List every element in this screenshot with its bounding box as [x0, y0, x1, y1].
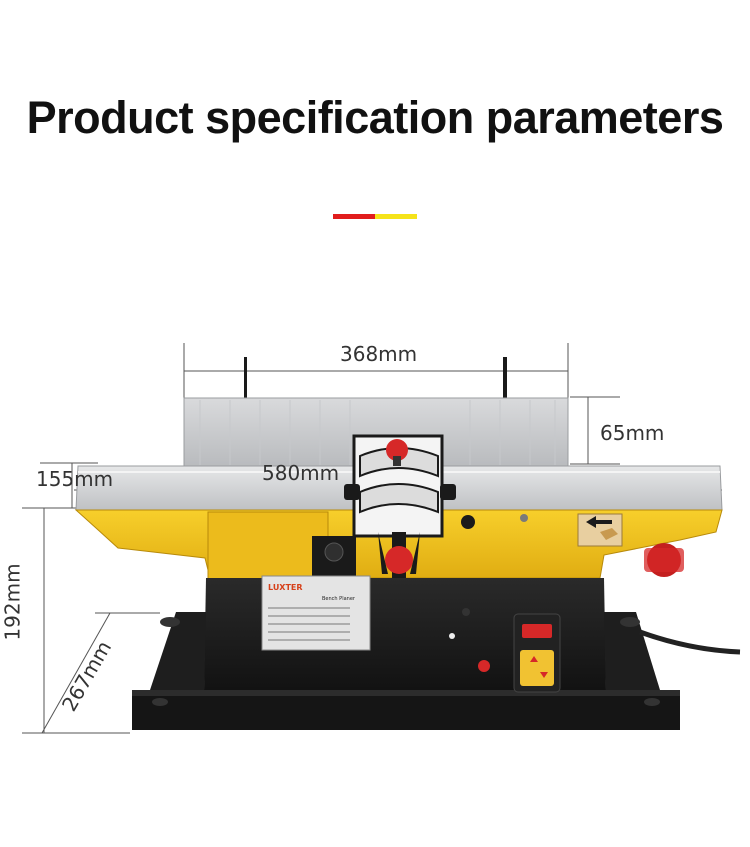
model-label: Bench Planer: [322, 596, 356, 602]
dimension-total-height: 192mm: [0, 563, 25, 641]
accent-bar-yellow: [375, 214, 417, 219]
direction-arrow-icon: [586, 516, 612, 528]
brand-label: LUXTER: [268, 583, 303, 592]
dimension-fence-width: 368mm: [340, 342, 418, 366]
page-title: Product specification parameters: [26, 92, 724, 143]
accent-bar-red: [333, 214, 375, 219]
dimension-table-width: 155mm: [36, 467, 114, 491]
dimension-fence-height: 65mm: [600, 421, 665, 445]
dimension-table-length: 580mm: [262, 461, 340, 485]
power-switch-icon: [513, 613, 561, 693]
planer-base: LUXTER Bench Planer: [132, 575, 741, 730]
